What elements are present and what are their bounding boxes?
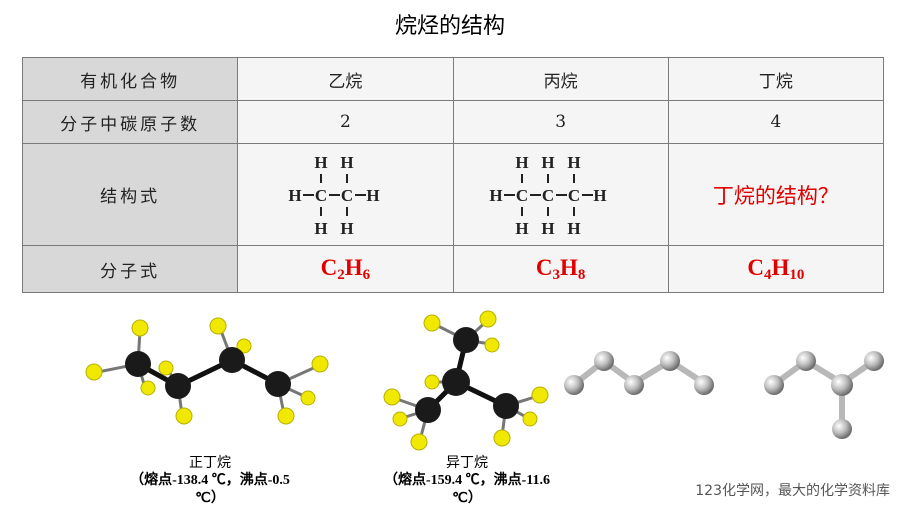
table-row-formula: 分子式 C2H6 C3H8 C4H10 [21, 245, 885, 293]
svg-text:H: H [541, 153, 554, 172]
svg-text:C: C [541, 186, 553, 205]
n-butane-properties-end: ℃） [195, 491, 225, 506]
svg-text:H: H [341, 153, 354, 172]
label-formula: 分子式 [21, 245, 239, 293]
header-compound: 有机化合物 [21, 57, 239, 101]
header-ethane: 乙烷 [237, 57, 454, 101]
header-butane: 丁烷 [667, 57, 885, 101]
butane-formula-text: C4H10 [747, 254, 805, 283]
butane-carbon-count: 4 [667, 100, 885, 144]
header-propane: 丙烷 [452, 57, 669, 101]
propane-formula-text: C3H8 [535, 254, 586, 283]
butane-structure-question: 丁烷的结构？ [712, 183, 839, 208]
svg-text:H: H [593, 186, 606, 205]
n-butane-properties: （熔点-138.4 ℃，沸点-0.5 [130, 473, 290, 488]
propane-carbon-count: 3 [452, 100, 669, 144]
propane-formula: C3H8 [452, 245, 669, 293]
label-carbon-count: 分子中碳原子数 [21, 100, 239, 144]
page-title: 烷烃的结构 [394, 14, 505, 39]
svg-text:C: C [567, 186, 579, 205]
svg-text:H: H [567, 219, 580, 238]
isobutane-properties-end: ℃） [452, 491, 482, 506]
n-butane-name: 正丁烷 [189, 455, 231, 471]
svg-text:H: H [289, 186, 302, 205]
svg-text:C: C [315, 186, 327, 205]
n-butane-caption: 正丁烷 （熔点-138.4 ℃，沸点-0.5 ℃） [100, 454, 320, 508]
table-row-header: 有机化合物 乙烷 丙烷 丁烷 [21, 57, 885, 101]
svg-text:C: C [515, 186, 527, 205]
svg-text:H: H [367, 186, 380, 205]
ethane-carbon-count: 2 [237, 100, 454, 144]
isobutane-caption: 异丁烷 （熔点-159.4 ℃，沸点-11.6 ℃） [352, 454, 582, 508]
n-butane-model [85, 317, 329, 425]
butane-structure: 丁烷的结构？ [667, 143, 885, 246]
n-butane-skeleton [564, 351, 714, 395]
isobutane-name: 异丁烷 [446, 455, 488, 471]
watermark: 123化学网，最大的化学资料库 [695, 483, 890, 499]
isobutane-skeleton [764, 351, 884, 439]
isobutane-model [383, 310, 549, 451]
label-structure: 结构式 [21, 143, 239, 246]
svg-text:H: H [567, 153, 580, 172]
svg-text:H: H [315, 219, 328, 238]
butane-formula: C4H10 [667, 245, 885, 293]
svg-text:H: H [515, 219, 528, 238]
svg-text:H: H [541, 219, 554, 238]
isobutane-properties: （熔点-159.4 ℃，沸点-11.6 [383, 473, 551, 488]
ethane-formula: C2H6 [237, 245, 454, 293]
svg-text:C: C [341, 186, 353, 205]
svg-text:H: H [315, 153, 328, 172]
svg-text:H: H [489, 186, 502, 205]
svg-text:H: H [341, 219, 354, 238]
table-row-carbon-count: 分子中碳原子数 2 3 4 [21, 100, 885, 144]
svg-text:H: H [515, 153, 528, 172]
ethane-formula-text: C2H6 [320, 254, 371, 283]
